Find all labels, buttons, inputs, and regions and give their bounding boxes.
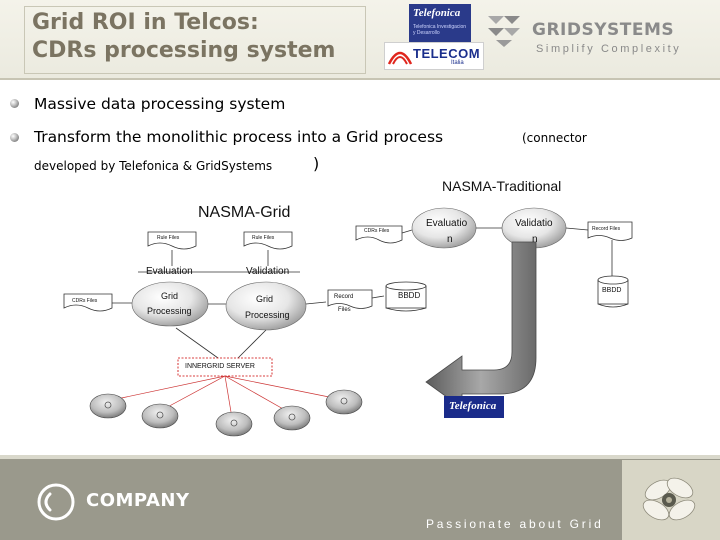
bullet-text-1: Massive data processing system: [34, 95, 286, 113]
grid-node-icon: [273, 405, 311, 431]
grid-server-link-2: [237, 329, 267, 359]
grid-rule-files-2-label: Rule Files: [252, 235, 275, 241]
telecom-italia-logo: TELECOM Italia: [384, 42, 484, 70]
grid-record-files-shape: [327, 289, 373, 309]
grid-connector-bbdd: [371, 295, 385, 299]
grid-processing-1-label-a: Grid: [161, 291, 179, 301]
slide-title: Grid ROI in Telcos: CDRs processing syst…: [32, 10, 336, 63]
nasma-diagram: [63, 207, 633, 437]
company-name: COMPANY: [86, 490, 190, 511]
trad-record-files-shape: [587, 221, 633, 241]
nasma-grid-title: NASMA-Grid: [198, 204, 291, 221]
telefonica-small-logo-text: Telefonica: [449, 400, 497, 412]
trad-bbdd-cylinder: [597, 275, 629, 308]
gridsystems-logo-icon: [488, 16, 520, 47]
grid-record-files-label-2: Files: [338, 307, 351, 313]
trad-cdrs-files-label: CDRs Files: [364, 228, 390, 234]
telefonica-logo: Telefonica Telefonica Investigacion y De…: [409, 4, 471, 42]
gridsystems-logo-text: GRIDSYSTEMS: [532, 20, 675, 40]
innergrid-server-label: INNERGRID SERVER: [185, 363, 255, 370]
title-frame: [24, 6, 366, 74]
footer-tagline: Passionate about Grid: [426, 517, 604, 531]
grid-processing-2-label-b: Processing: [245, 310, 290, 320]
bullet-text-2-note: (connector: [522, 131, 587, 145]
grid-cdrs-files-label: CDRs Files: [72, 298, 98, 304]
trad-connector-1: [401, 229, 413, 234]
footer-divider: [0, 455, 720, 459]
bullet-icon: [10, 99, 19, 108]
grid-connector-record: [305, 301, 327, 305]
flower-photo: [622, 460, 720, 540]
grid-bbdd-cylinder: [385, 281, 427, 312]
grid-rule-files-1-label: Rule Files: [157, 235, 180, 241]
grid-rule-files-1-shape: [147, 231, 197, 250]
gridsystems-tagline: Simplify Complexity: [536, 43, 682, 55]
header-divider: [0, 78, 720, 80]
bullet-icon: [10, 133, 19, 142]
trad-cdrs-files-shape: [355, 225, 403, 244]
trad-evaluation-label-1: Evaluatio: [426, 218, 468, 229]
footer-bar: [0, 455, 720, 540]
grid-cdrs-files-shape: [63, 293, 113, 312]
server-node-links: [111, 375, 345, 419]
grid-evaluation-label: Evaluation: [146, 266, 193, 277]
header-bar: [0, 0, 720, 78]
trad-validation-label-2: n: [532, 234, 538, 245]
trad-validation-label-1: Validatio: [515, 218, 553, 229]
telefonica-logo-tagline: Telefonica Investigacion y Desarrollo: [413, 24, 467, 36]
grid-processing-1-label-b: Processing: [147, 306, 192, 316]
trad-record-files-label: Record Files: [592, 226, 621, 232]
telecom-logo-text: TELECOM: [413, 46, 481, 61]
grid-bbdd-label: BBDD: [398, 291, 421, 300]
grid-processing-2-label-a: Grid: [256, 294, 274, 304]
grid-processing-oval-1: [131, 281, 209, 327]
grid-server-link-1: [175, 327, 219, 359]
telecom-arc-icon: [387, 51, 413, 65]
bullet-text-2: Transform the monolithic process into a …: [34, 128, 444, 146]
grid-node-icon: [141, 403, 179, 429]
nasma-traditional-title: NASMA-Traditional: [442, 178, 562, 194]
grid-processing-oval-2: [225, 281, 307, 331]
telecom-logo-sub: Italia: [451, 60, 464, 66]
trad-connector-3: [565, 227, 589, 231]
grid-validation-label: Validation: [246, 266, 290, 277]
trad-bbdd-label: BBDD: [602, 287, 622, 294]
telefonica-logo-text: Telefonica: [413, 7, 461, 19]
bullet-text-2-close: ): [313, 154, 320, 173]
grid-record-files-label-1: Record: [334, 294, 354, 300]
grid-node-icon: [89, 393, 127, 419]
grid-rule-files-2-shape: [243, 231, 293, 250]
migration-arrow: [425, 241, 537, 409]
trad-evaluation-label-2: n: [447, 234, 453, 245]
telefonica-small-logo: Telefonica: [444, 396, 504, 418]
grid-node-icon: [215, 411, 253, 437]
grid-node-icon: [325, 389, 363, 415]
bullet-text-2-continuation: developed by Telefonica & GridSystems: [34, 159, 273, 173]
company-logo-icon: [37, 483, 75, 521]
